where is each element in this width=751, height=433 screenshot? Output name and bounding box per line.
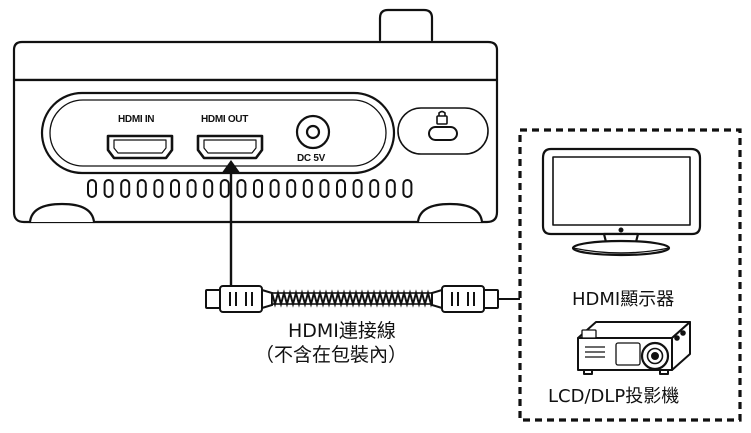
vent-slot xyxy=(153,179,164,198)
device-body xyxy=(12,40,499,224)
output-devices-box xyxy=(518,128,742,422)
lock-slot xyxy=(397,107,489,155)
cable-label: HDMI連接線 xyxy=(288,320,396,342)
cable-note: （不含在包裝內） xyxy=(255,344,408,366)
vent-slot xyxy=(269,179,280,198)
vent-slot xyxy=(203,179,214,198)
vent-slot xyxy=(385,179,396,198)
vent-slot xyxy=(136,179,147,198)
hdmi-in-label: HDMI IN xyxy=(118,114,155,125)
lock-icon xyxy=(436,110,448,125)
vent-slot xyxy=(402,179,413,198)
vent-slot xyxy=(319,179,330,198)
arrow-up-icon xyxy=(221,160,241,174)
monitor-icon xyxy=(541,147,702,257)
knob xyxy=(378,8,434,42)
hdmi-plug-left xyxy=(205,285,273,313)
dc-label: DC 5V xyxy=(297,153,325,164)
hdmi-out-port xyxy=(196,134,264,160)
vent-row xyxy=(87,179,413,198)
hdmi-in-port xyxy=(106,134,174,160)
dc-jack xyxy=(295,114,331,150)
vent-slot xyxy=(369,179,380,198)
vent-slot xyxy=(87,179,97,198)
vent-slot xyxy=(103,179,114,198)
hdmi-out-label: HDMI OUT xyxy=(201,114,249,125)
projector-icon xyxy=(577,321,691,375)
projector-label: LCD/DLP投影機 xyxy=(548,386,680,407)
vent-slot xyxy=(219,179,230,198)
vent-slot xyxy=(336,179,346,198)
vent-slot xyxy=(186,179,197,198)
vent-slot xyxy=(302,179,313,198)
monitor-label: HDMI顯示器 xyxy=(572,289,675,310)
hdmi-cable xyxy=(205,285,520,313)
vent-slot xyxy=(286,179,297,198)
rear-panel xyxy=(40,91,396,175)
vent-slot xyxy=(352,179,363,198)
hdmi-plug-right xyxy=(431,285,499,313)
vent-slot xyxy=(236,179,247,198)
vent-slot xyxy=(253,179,263,198)
vent-slot xyxy=(170,179,180,198)
vent-slot xyxy=(120,179,131,198)
